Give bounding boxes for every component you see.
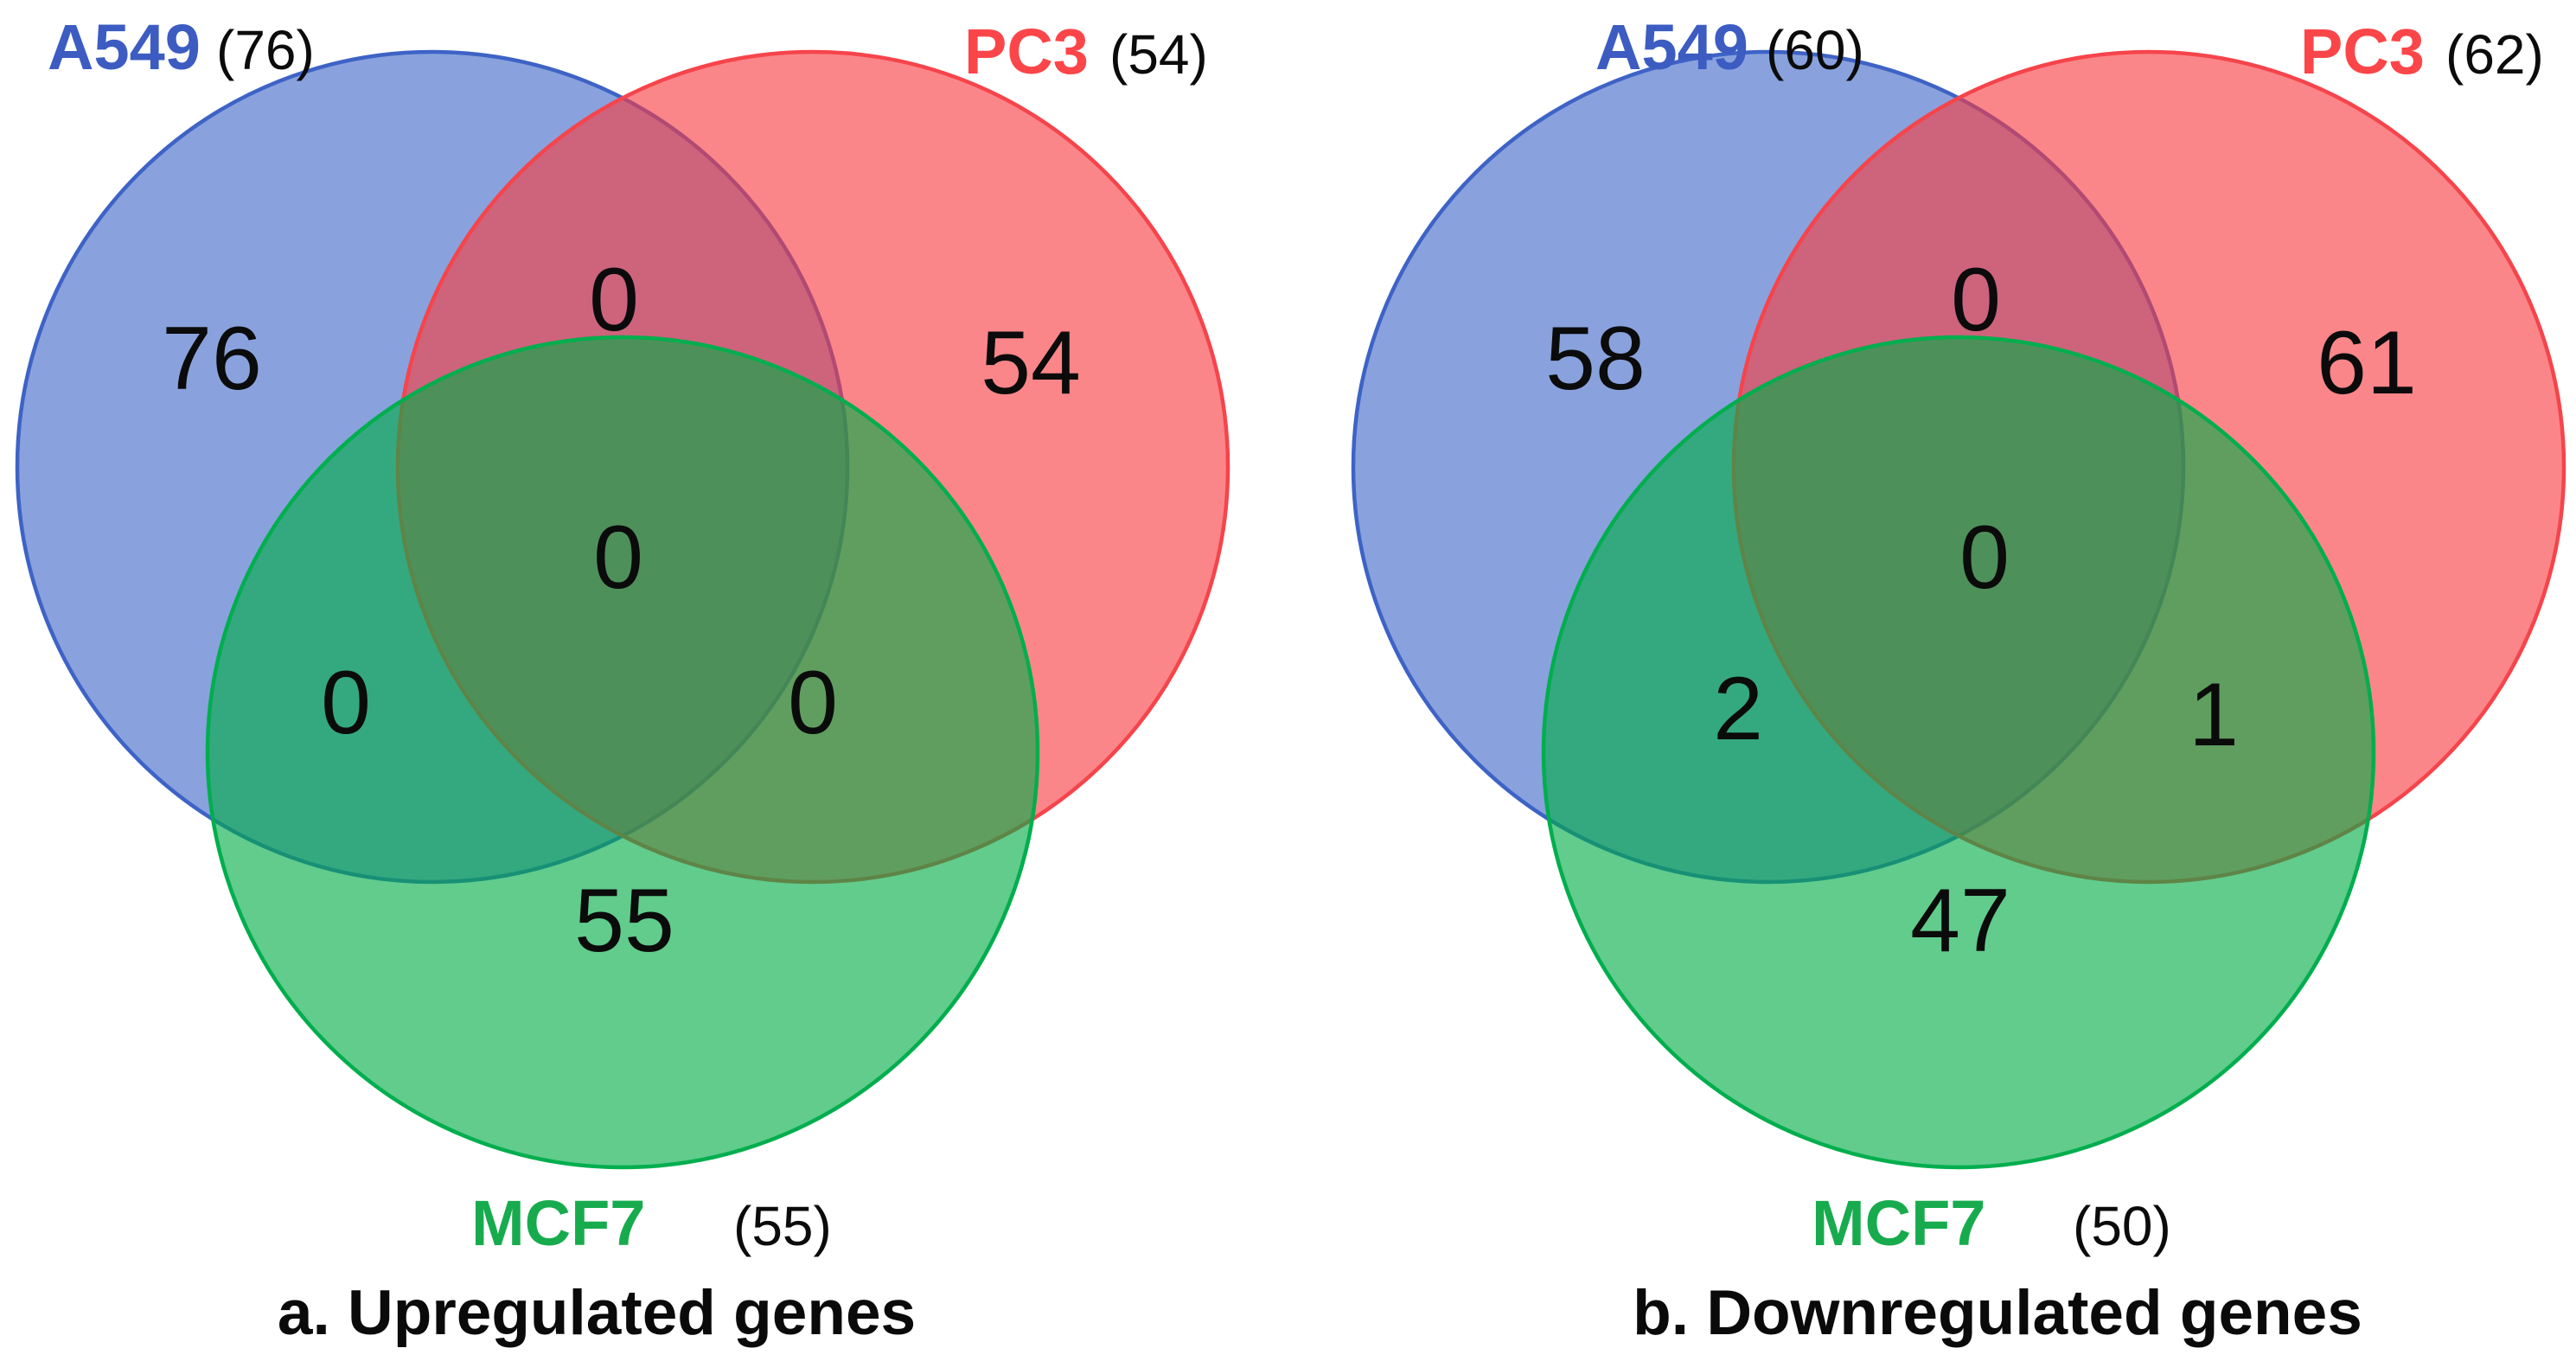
region-count-mcf7-only: 47 <box>1910 871 2010 971</box>
mcf7-set-count: (55) <box>733 1195 832 1257</box>
mcf7-set-label: MCF7 <box>471 1187 645 1259</box>
mcf7-set-count: (50) <box>2073 1195 2171 1257</box>
panel-b-caption: b. Downregulated genes <box>1633 1278 2362 1348</box>
region-count-mcf7-only: 55 <box>574 871 674 971</box>
pc3-set-label: PC3 <box>2300 16 2425 87</box>
region-count-a549-mcf7: 2 <box>1713 659 1763 759</box>
region-count-pc3-only: 54 <box>981 313 1081 413</box>
a549-set-count: (60) <box>1766 19 1864 81</box>
pc3-set-count: (54) <box>1109 23 1208 86</box>
a549-set-label: A549 <box>1595 11 1748 83</box>
region-count-a549-only: 58 <box>1545 309 1646 409</box>
mcf7-set-label: MCF7 <box>1812 1187 1985 1259</box>
region-count-a549-mcf7: 0 <box>321 653 371 753</box>
region-count-pc3-only: 61 <box>2317 313 2417 413</box>
mcf7-circle <box>205 335 1040 1170</box>
region-count-pc3-mcf7: 1 <box>2189 665 2239 765</box>
pc3-set-count: (62) <box>2445 23 2544 86</box>
a549-set-label: A549 <box>48 11 201 83</box>
region-count-a549-pc3: 0 <box>1951 250 2001 350</box>
region-count-all-three: 0 <box>593 508 643 608</box>
mcf7-circle <box>1541 335 2376 1170</box>
a549-set-count: (76) <box>216 19 315 81</box>
region-count-a549-only: 76 <box>162 309 262 409</box>
venn-panel-upregulated: A549 (76) PC3 (54) MCF7 (55) 76 0 54 0 0… <box>15 11 1230 1259</box>
region-count-all-three: 0 <box>1959 508 2010 608</box>
region-count-a549-pc3: 0 <box>589 250 639 350</box>
pc3-set-label: PC3 <box>964 16 1089 87</box>
venn-panel-downregulated: A549 (60) PC3 (62) MCF7 (50) 58 0 61 0 2… <box>1351 11 2566 1259</box>
region-count-pc3-mcf7: 0 <box>788 653 838 753</box>
panel-a-caption: a. Upregulated genes <box>277 1278 917 1348</box>
